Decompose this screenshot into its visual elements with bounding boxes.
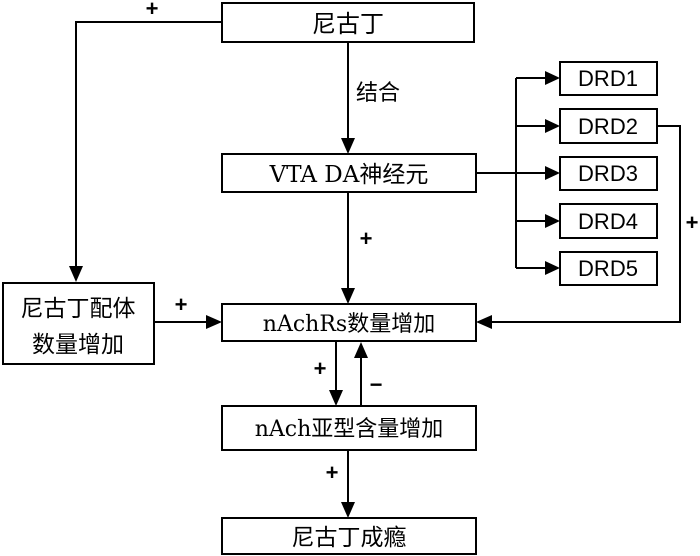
edge-label-plus-top: + xyxy=(146,0,159,21)
node-nicotine: 尼古丁 xyxy=(221,2,475,43)
edge-drd2-to-nachrs xyxy=(490,125,681,323)
node-drd4-box xyxy=(559,203,658,239)
node-vta-box xyxy=(221,153,477,193)
node-drd2-label: DRD2 xyxy=(578,114,638,139)
arrowhead-addiction xyxy=(341,502,355,518)
node-addiction-label: 尼古丁成瘾 xyxy=(292,525,407,551)
arrowhead-drd1 xyxy=(545,71,560,85)
arrowhead-drd4 xyxy=(545,214,560,228)
arrowhead-ligand xyxy=(69,266,83,282)
node-drd3-label: DRD3 xyxy=(578,161,638,186)
node-drd5-box xyxy=(559,251,658,286)
node-ligand-label-line1: 尼古丁配体 xyxy=(21,296,136,322)
node-nachrs-label: nAchRs数量增加 xyxy=(263,312,435,337)
node-vta: VTA DA神经元 xyxy=(221,153,477,193)
arrowhead-drd2 xyxy=(545,119,560,133)
edge-label-plus-vta: + xyxy=(360,226,373,251)
arrowhead-nachrs-from-subtype xyxy=(354,342,368,358)
node-drd3-box xyxy=(559,156,658,191)
node-drd1-box xyxy=(559,61,658,96)
edge-label-plus-final: + xyxy=(326,460,339,485)
node-vta-label: VTA DA神经元 xyxy=(269,162,429,188)
arrowhead-subtype xyxy=(329,390,343,406)
node-drd2: DRD2 xyxy=(559,108,658,144)
node-addiction-box xyxy=(221,517,477,555)
node-drd3: DRD3 xyxy=(559,156,658,191)
node-nachrs-box xyxy=(221,303,477,342)
arrowhead-vta xyxy=(341,138,355,154)
node-ligand-box xyxy=(2,282,155,365)
node-subtype-box xyxy=(221,405,477,451)
node-subtype-label: nAch亚型含量增加 xyxy=(255,417,444,442)
node-addiction: 尼古丁成瘾 xyxy=(221,517,477,555)
edge-nicotine-to-ligand xyxy=(75,21,222,268)
arrowhead-nachrs-from-vta xyxy=(341,288,355,304)
arrowhead-drd5 xyxy=(545,261,560,275)
arrowhead-drd3 xyxy=(545,166,560,180)
edge-label-plus-drd2: + xyxy=(686,210,699,235)
node-drd5: DRD5 xyxy=(559,251,658,286)
arrowhead-nachrs-from-drd2 xyxy=(476,315,492,329)
edge-label-minus-up: − xyxy=(370,372,383,397)
edge-label-plus-ligand: + xyxy=(175,292,188,317)
node-nicotine-box xyxy=(221,2,475,43)
node-drd4: DRD4 xyxy=(559,203,658,239)
node-drd1-label: DRD1 xyxy=(578,66,638,91)
node-subtype: nAch亚型含量增加 xyxy=(221,405,477,451)
node-drd4-label: DRD4 xyxy=(578,209,638,234)
edge-label-plus-down: + xyxy=(314,356,327,381)
node-drd1: DRD1 xyxy=(559,61,658,96)
edge-label-bind: 结合 xyxy=(356,81,400,106)
node-nachrs: nAchRs数量增加 xyxy=(221,303,477,342)
node-ligand: 尼古丁配体 数量增加 xyxy=(2,282,155,365)
node-ligand-label-line2: 数量增加 xyxy=(32,332,124,358)
node-drd5-label: DRD5 xyxy=(578,256,638,281)
node-nicotine-label: 尼古丁 xyxy=(312,10,384,38)
arrowhead-nachrs-from-ligand xyxy=(206,315,222,329)
node-drd2-box xyxy=(559,108,658,144)
